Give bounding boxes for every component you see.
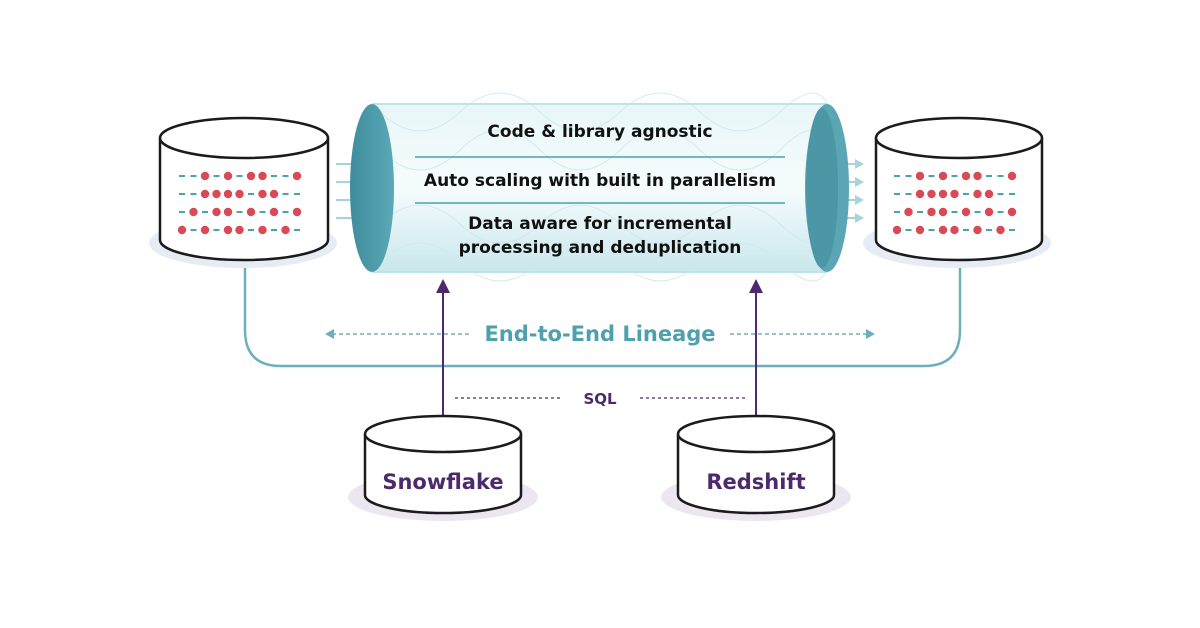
redshift-database: Redshift bbox=[661, 414, 851, 521]
data-dot bbox=[258, 189, 267, 199]
data-dot bbox=[973, 189, 982, 199]
data-dot bbox=[973, 225, 982, 235]
data-dot bbox=[892, 225, 902, 235]
data-dot bbox=[927, 207, 936, 217]
data-dot bbox=[212, 189, 221, 199]
data-dot bbox=[246, 171, 256, 181]
data-dot bbox=[200, 171, 210, 181]
data-dot bbox=[200, 225, 210, 235]
data-dot bbox=[223, 207, 233, 217]
feature-data-aware-line1: Data aware for incremental bbox=[468, 214, 732, 234]
data-dot bbox=[927, 189, 936, 199]
source-data-dots bbox=[177, 171, 302, 235]
target-data-dots bbox=[892, 171, 1017, 235]
data-dot bbox=[915, 171, 925, 181]
data-dot bbox=[258, 225, 267, 235]
feature-auto-scaling: Auto scaling with built in parallelism bbox=[424, 171, 776, 191]
data-dot bbox=[961, 207, 971, 217]
data-dot bbox=[200, 189, 210, 199]
data-dot bbox=[246, 207, 256, 217]
data-dot bbox=[223, 225, 233, 235]
data-dot bbox=[904, 207, 913, 217]
data-dot bbox=[292, 207, 302, 217]
data-dot bbox=[1007, 207, 1017, 217]
data-dot bbox=[915, 189, 925, 199]
data-dot bbox=[258, 171, 267, 181]
data-dot bbox=[938, 207, 948, 217]
data-dot bbox=[177, 225, 187, 235]
feature-code-agnostic: Code & library agnostic bbox=[487, 122, 712, 142]
data-dot bbox=[292, 171, 302, 181]
data-dot bbox=[269, 207, 279, 217]
redshift-label: Redshift bbox=[706, 470, 805, 494]
data-dot bbox=[915, 225, 925, 235]
snowflake-database: Snowflake bbox=[348, 414, 538, 521]
data-dot bbox=[973, 171, 982, 181]
sql-label: SQL bbox=[583, 390, 617, 408]
data-dot bbox=[950, 189, 959, 199]
data-dot bbox=[235, 225, 244, 235]
lineage-label: End-to-End Lineage bbox=[484, 322, 715, 346]
feature-data-aware-line2: processing and deduplication bbox=[459, 238, 742, 258]
data-dot bbox=[269, 189, 279, 199]
lineage-connector bbox=[243, 262, 962, 368]
data-dot bbox=[1007, 171, 1017, 181]
data-dot bbox=[938, 189, 948, 199]
source-database bbox=[149, 116, 337, 268]
data-dot bbox=[223, 171, 233, 181]
data-dot bbox=[189, 207, 198, 217]
data-dot bbox=[235, 189, 244, 199]
data-dot bbox=[996, 225, 1005, 235]
data-dot bbox=[938, 225, 948, 235]
snowflake-label: Snowflake bbox=[382, 470, 503, 494]
pipeline-tube: Code & library agnostic Auto scaling wit… bbox=[350, 92, 849, 282]
data-dot bbox=[212, 207, 221, 217]
target-database bbox=[863, 116, 1051, 268]
lineage-label-group: End-to-End Lineage bbox=[325, 322, 875, 346]
data-dot bbox=[984, 207, 994, 217]
data-dot bbox=[950, 225, 959, 235]
data-dot bbox=[938, 171, 948, 181]
data-dot bbox=[281, 225, 290, 235]
data-dot bbox=[223, 189, 233, 199]
sql-label-group: SQL bbox=[455, 390, 745, 408]
data-dot bbox=[961, 171, 971, 181]
data-dot bbox=[984, 189, 994, 199]
